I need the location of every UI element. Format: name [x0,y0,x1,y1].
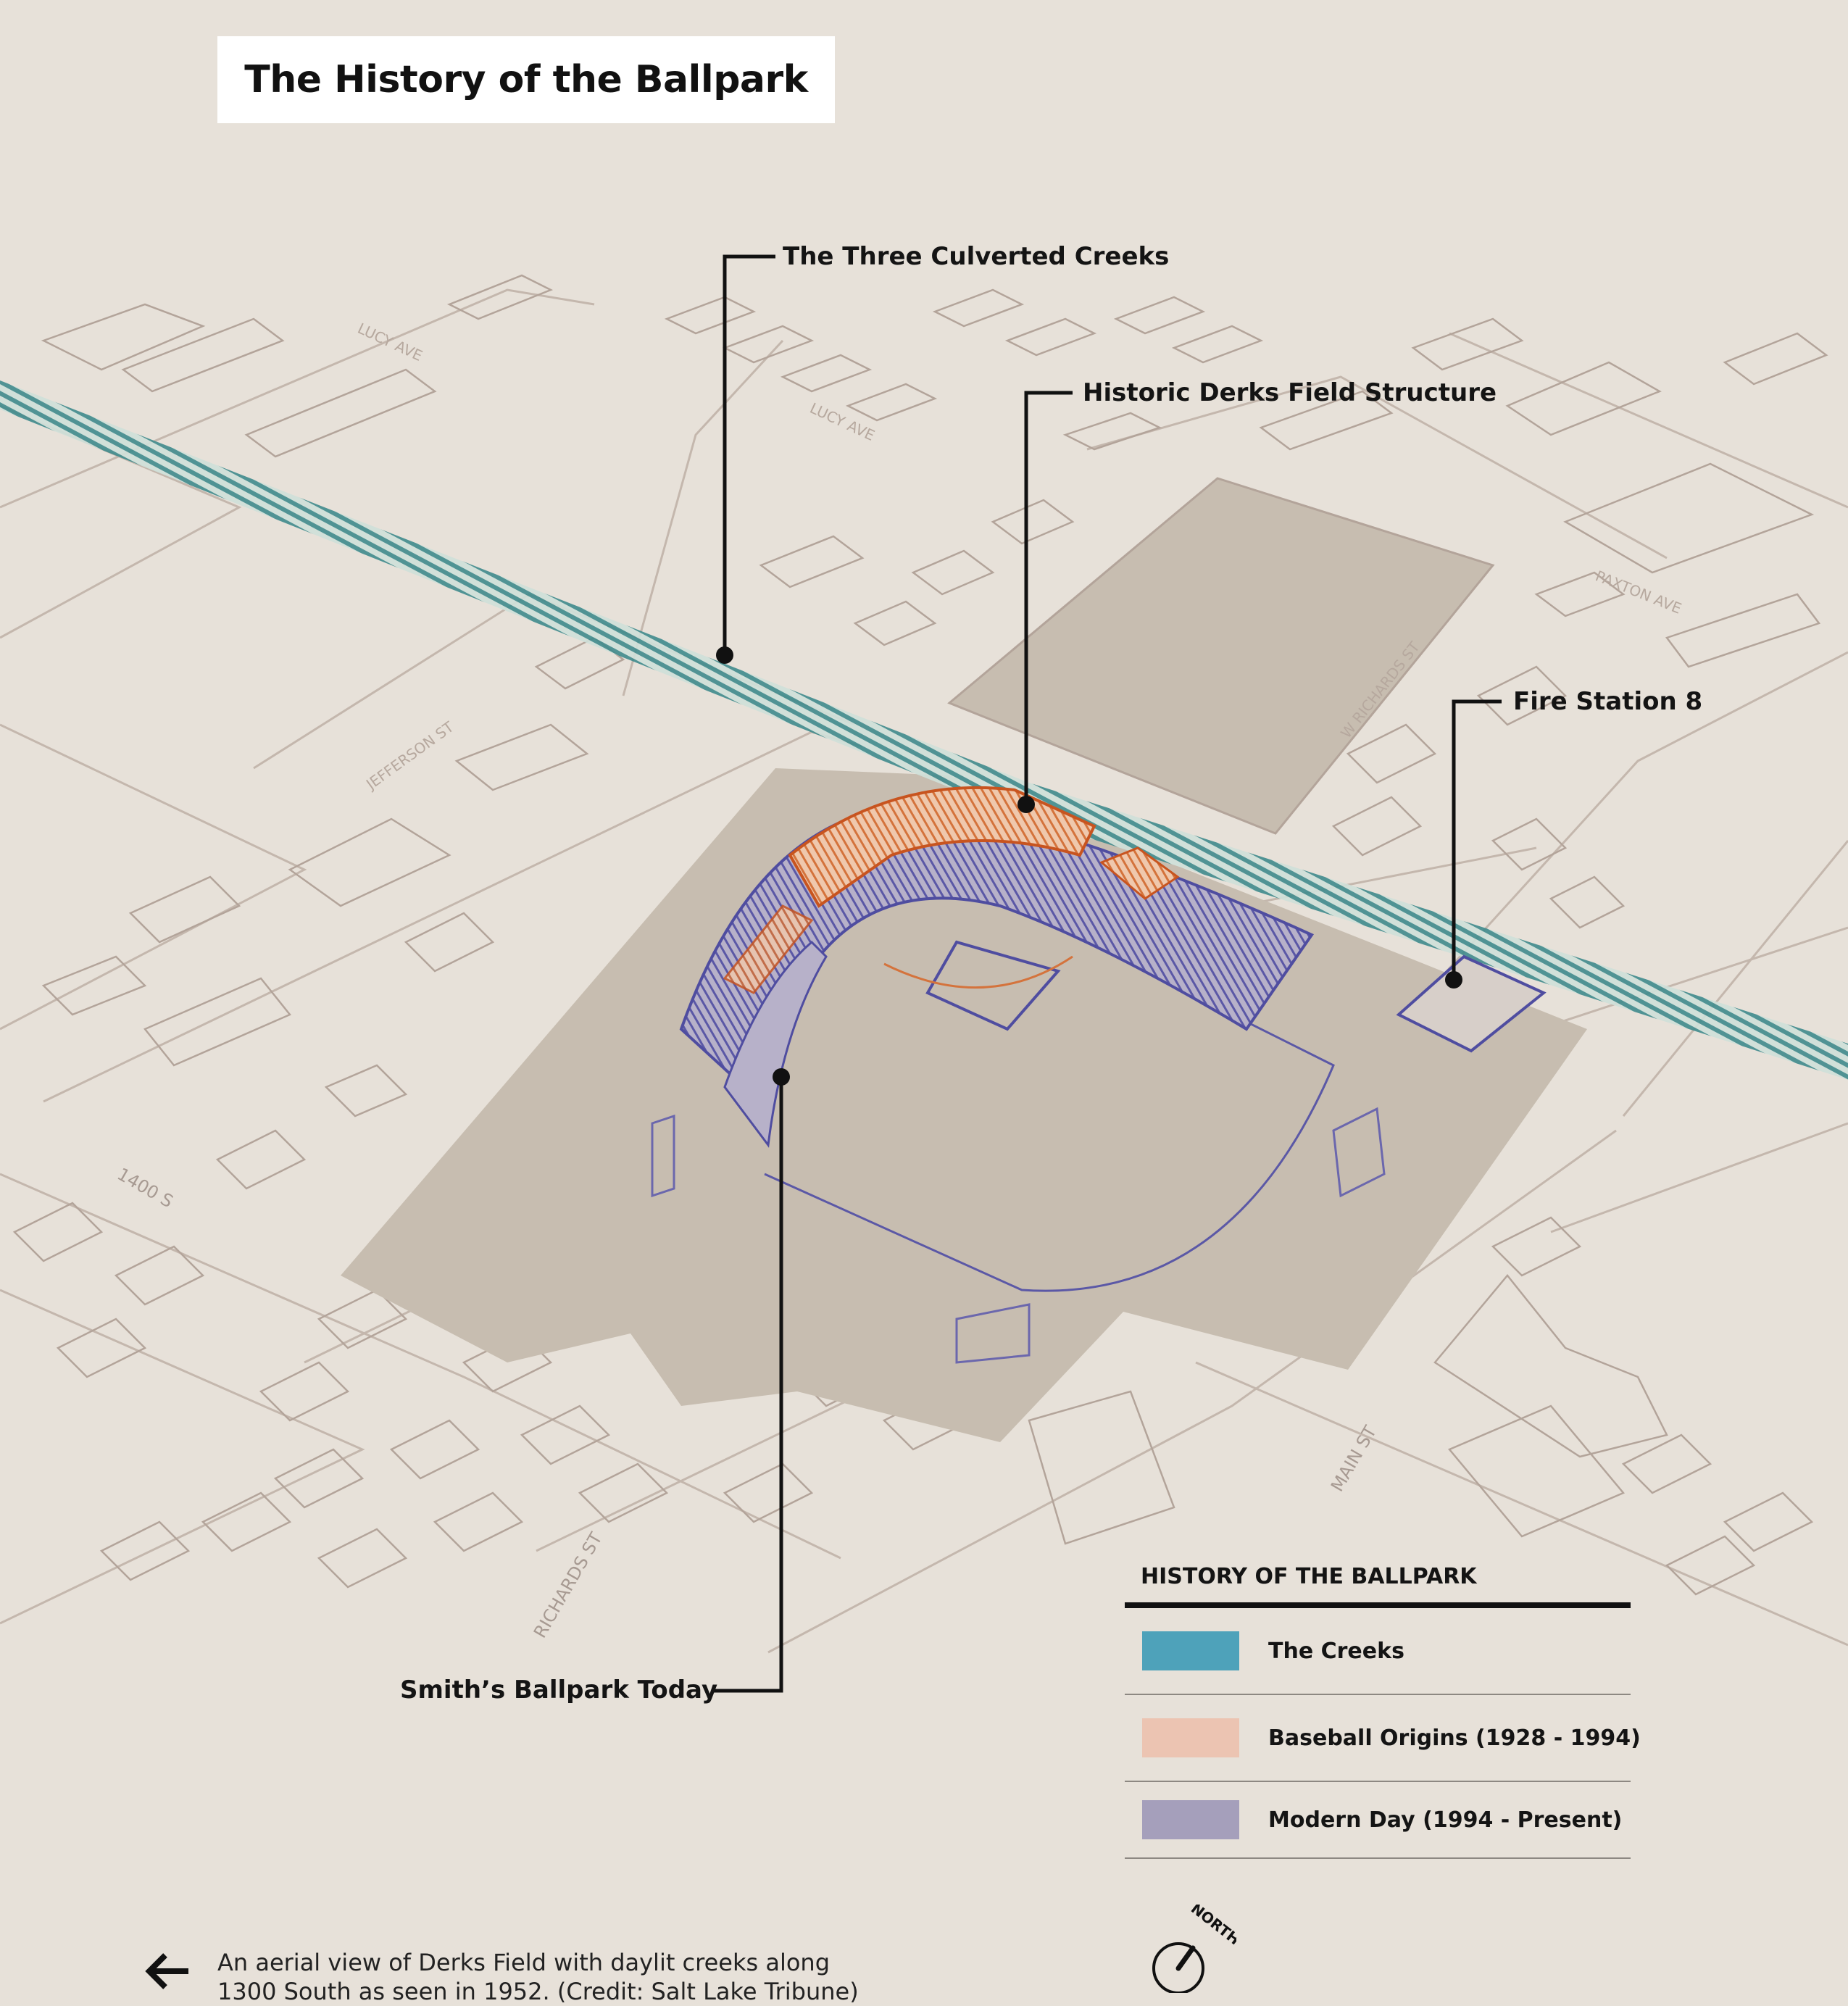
caption-line-1: An aerial view of Derks Field with dayli… [217,1949,831,1976]
legend-swatch-baseball-origins [1142,1718,1239,1757]
legend-item-creeks: The Creeks [1125,1608,1631,1695]
compass-label: NORTH [1188,1905,1236,1948]
callout-historic-derks-field: Historic Derks Field Structure [1083,378,1497,407]
legend-swatch-creeks [1142,1631,1239,1670]
street-label-paxton: PAXTON AVE [1593,567,1684,617]
north-compass: NORTH [1152,1905,1236,1993]
street-label-richards-2: RICHARDS ST [530,1529,607,1641]
legend-item-modern-day: Modern Day (1994 - Present) [1125,1782,1631,1859]
callout-dots [716,646,1462,1086]
ballpark-outbuildings [651,1107,1386,1364]
parking-lot-parcel [947,477,1495,835]
caption-line-2: 1300 South as seen in 1952. (Credit: Sal… [217,1978,859,2005]
legend: HISTORY OF THE BALLPARK The Creeks Baseb… [1125,1564,1641,1859]
street-label-lucy-ave-2: LUCY AVE [807,399,878,444]
callout-three-culverted-creeks: The Three Culverted Creeks [783,242,1170,271]
historic-foul-line [883,955,1073,989]
legend-title: HISTORY OF THE BALLPARK [1125,1564,1631,1608]
title-box: The History of the Ballpark [217,36,835,123]
photo-caption: An aerial view of Derks Field with dayli… [217,1948,870,2006]
callout-fire-station-8: Fire Station 8 [1513,687,1703,716]
compass-needle-icon [1175,1945,1196,1971]
historic-grandstand-wing [723,904,814,994]
compass-ring-icon [1152,1942,1204,1993]
legend-label-modern-day: Modern Day (1994 - Present) [1268,1807,1623,1833]
background-buildings [12,274,1828,1596]
street-label-lucy-ave-1: LUCY AVE [355,320,425,365]
fire-station-8-building [1396,954,1547,1053]
street-label-1400s: 1400 S [114,1164,177,1212]
legend-label-creeks: The Creeks [1268,1638,1404,1664]
street-label-main: MAIN ST [1327,1422,1381,1495]
modern-grandstand-lower [723,940,828,1148]
street-label-jefferson: JEFFERSON ST [362,717,457,794]
playing-field-outline [764,1010,1335,1292]
legend-item-baseball-origins: Baseball Origins (1928 - 1994) [1125,1695,1641,1782]
legend-swatch-modern-day [1142,1800,1239,1839]
callout-leaders [714,254,1502,1693]
historic-bleacher-block [1099,846,1180,900]
creek-channel [0,380,1848,1080]
historic-grandstand [788,786,1096,908]
page-title: The History of the Ballpark [244,58,808,101]
infield-diamond [925,940,1061,1031]
left-arrow-icon [145,1953,188,1989]
legend-label-baseball-origins: Baseball Origins (1928 - 1994) [1268,1725,1641,1751]
callout-smiths-ballpark-today: Smith’s Ballpark Today [400,1676,718,1705]
